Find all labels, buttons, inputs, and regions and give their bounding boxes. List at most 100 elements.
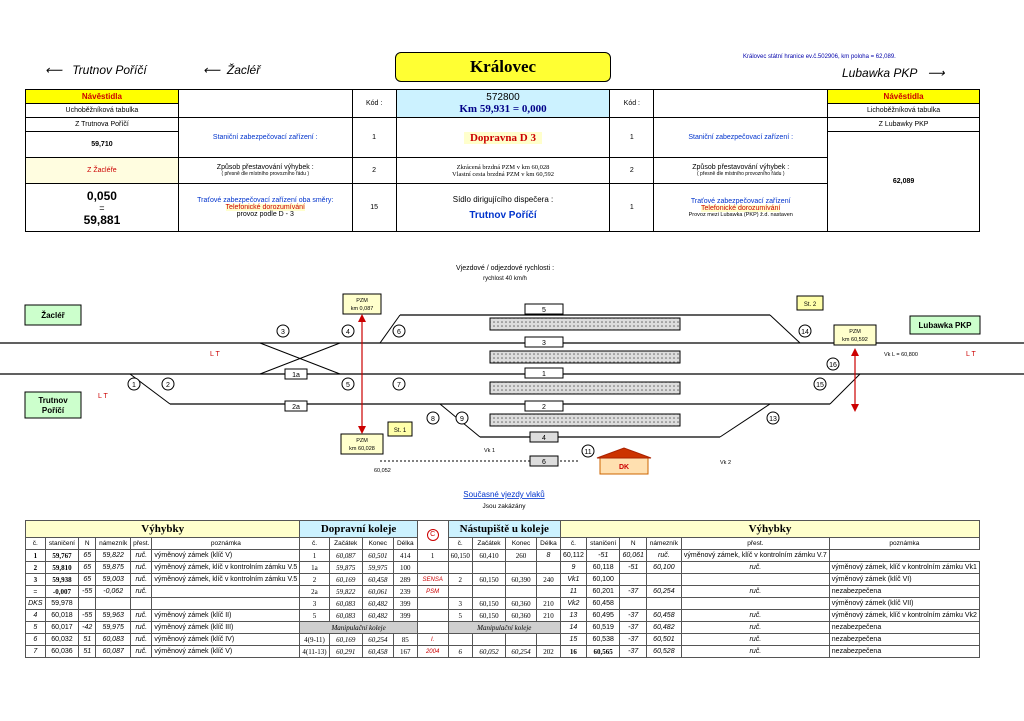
table-cell — [680, 573, 830, 586]
table-cell: 9 — [559, 561, 587, 574]
mid-note — [416, 609, 449, 622]
left-far-direction: ⟵ Trutnov Poříčí — [45, 63, 147, 77]
table-cell: výměnový zámek (klíč V) — [151, 645, 301, 658]
table-cell: 60,061 — [619, 549, 647, 562]
table-cell: 13 — [559, 609, 587, 622]
table-cell: 60,018 — [44, 609, 80, 622]
lt-label: L T — [210, 351, 220, 358]
table-cell: ruč. — [130, 585, 153, 598]
vkl-label: Vk L = 60,800 — [884, 352, 918, 358]
right-direction: Lubawka PKP ⟶ — [842, 66, 945, 80]
km-bottom: 60,052 — [374, 468, 391, 474]
mid-note: PSM — [416, 585, 449, 598]
table-cell: 60,528 — [645, 645, 682, 658]
center-code: 572800 Km 59,931 = 0,000 — [395, 89, 611, 118]
table-cell: 240 — [535, 573, 561, 586]
table-cell: 60,519 — [585, 621, 621, 634]
table-cell: 414 — [392, 549, 418, 562]
mid-note — [416, 561, 449, 574]
table-cell: 60,032 — [44, 633, 80, 646]
table-cell: ruč. — [130, 633, 153, 646]
col-header: č. — [25, 537, 46, 550]
table-cell: -55 — [78, 585, 97, 598]
track-curve — [379, 314, 401, 344]
table-cell: 15 — [559, 633, 587, 646]
switch-number: 11 — [584, 449, 591, 456]
col-header: Délka — [392, 537, 418, 550]
table-cell: 59,963 — [95, 609, 132, 622]
table-cell — [505, 585, 537, 598]
platform-id: 3 — [447, 597, 473, 610]
table-cell: Vk1 — [559, 573, 587, 586]
table-cell: 210 — [535, 609, 561, 622]
switch-number: 2 — [166, 382, 170, 389]
table-cell: 60,501 — [361, 549, 394, 562]
col-header: č. — [299, 537, 330, 550]
track-number: 4 — [542, 435, 546, 442]
track-number: 3 — [542, 340, 546, 347]
right-switch-method: Způsob přestavování výhybek :( přesně dl… — [653, 157, 829, 184]
table-cell: 59,875 — [328, 561, 363, 574]
switch-number: 1 — [132, 382, 136, 389]
table-cell: výměnový zámek, klíč v kontrolním zámku … — [828, 609, 981, 622]
table-cell: 60,291 — [328, 645, 363, 658]
pzm-bot-1: PZM — [356, 438, 368, 444]
table-cell: 4 — [25, 609, 46, 622]
track-id: 3 — [299, 597, 330, 610]
table-cell: 60,087 — [95, 645, 132, 658]
track-id: 4(11-13) — [299, 645, 330, 658]
col-header: Délka — [535, 537, 561, 550]
table-cell — [680, 597, 830, 610]
track-number: 2 — [542, 404, 546, 411]
right-station-security: Staniční zabezpečovací zařízení : — [653, 117, 829, 158]
switch-number: 8 — [431, 416, 435, 423]
switch-number: 3 — [281, 329, 285, 336]
table-cell: 60,083 — [328, 609, 363, 622]
platform-id — [447, 633, 473, 646]
table-cell: 60,482 — [361, 609, 394, 622]
right-table-type: Lichoběžníková tabulka — [827, 103, 980, 118]
table-cell: 60,083 — [95, 633, 132, 646]
table-cell: -37 — [619, 633, 647, 646]
table-cell: ruč. — [130, 609, 153, 622]
table-cell: 399 — [392, 597, 418, 610]
table-cell: 210 — [535, 597, 561, 610]
table-cell: 65 — [78, 573, 97, 586]
table-cell — [619, 597, 647, 610]
table-cell: 60,254 — [645, 585, 682, 598]
left-kod-label: Kód : — [351, 89, 397, 118]
table-cell: 16 — [559, 645, 587, 658]
col-header: č. — [447, 537, 473, 550]
left-switch-method: Způsob přestavování výhybek :( přesně dl… — [177, 157, 353, 184]
left-km-2: 0,050 = 59,881 — [25, 183, 179, 232]
right-line-code: 1 — [609, 183, 655, 232]
table-cell: -37 — [619, 585, 647, 598]
table-cell — [130, 597, 153, 610]
table-cell: 60,169 — [328, 573, 363, 586]
track-id: 4(9-11) — [299, 633, 330, 646]
pzm-bot-2: km 60,028 — [349, 446, 375, 452]
table-cell: ruč. — [680, 621, 830, 634]
col-header: přest. — [680, 537, 830, 550]
table-cell: 60,360 — [505, 609, 537, 622]
table-cell: 60,100 — [645, 561, 682, 574]
table-cell: 59,975 — [361, 561, 394, 574]
table-cell: ruč. — [130, 645, 153, 658]
platform-id: 2 — [447, 573, 473, 586]
col-header: Konec — [505, 537, 537, 550]
station-info-table: Návěstidla Kód : 572800 Km 59,931 = 0,00… — [25, 89, 980, 232]
speed-label: Vjezdové / odjezdové rychlosti : — [456, 265, 554, 272]
table-cell: 51 — [78, 633, 97, 646]
switch-number: 7 — [397, 382, 401, 389]
table-cell: 60,360 — [505, 597, 537, 610]
table-cell — [535, 585, 561, 598]
manip-header: Manipulační koleje — [447, 621, 561, 634]
station-title: Královec — [395, 52, 611, 82]
table-cell: 60,150 — [471, 609, 507, 622]
table-cell: 60,087 — [328, 549, 363, 562]
table-cell: -0,007 — [44, 585, 80, 598]
left-signals-label: Návěstidla — [25, 89, 179, 104]
